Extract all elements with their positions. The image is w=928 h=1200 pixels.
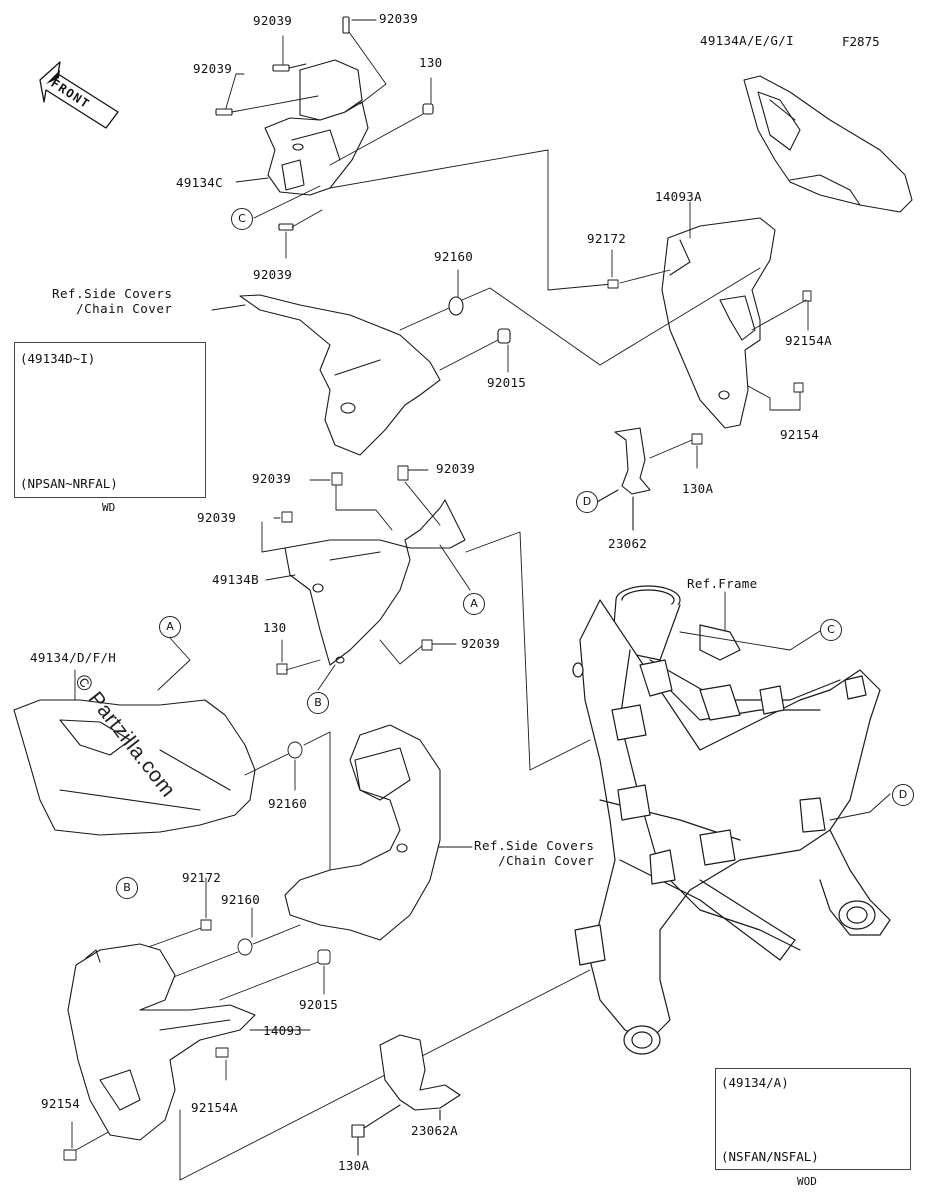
label-92154: 92154	[41, 1096, 81, 1111]
callout-d: D	[892, 784, 914, 806]
ref-line-1: Ref.Side Covers	[52, 286, 173, 301]
label-92039: 92039	[197, 510, 237, 525]
label-130a: 130A	[682, 481, 714, 496]
label-130a: 130A	[338, 1158, 370, 1173]
label-92154a: 92154A	[785, 333, 832, 348]
callout-d: D	[576, 491, 598, 513]
front-arrow-icon	[39, 61, 119, 129]
label-49134b: 49134B	[212, 572, 259, 587]
inset-box-left: (49134D~I) (NPSAN~NRFAL)	[14, 342, 206, 498]
callout-b: B	[116, 877, 138, 899]
label-92039: 92039	[461, 636, 501, 651]
label-92160: 92160	[221, 892, 261, 907]
label-130: 130	[419, 55, 443, 70]
ref-line-2: /Chain Cover	[498, 853, 595, 868]
inner-cover-49134b	[284, 499, 466, 666]
leader-lines-frame	[679, 591, 891, 821]
front-cowl-49134a	[743, 75, 913, 213]
inset-header: (49134/A)	[721, 1075, 789, 1090]
label-92039: 92039	[193, 61, 233, 76]
label-130: 130	[263, 620, 287, 635]
label-49134a-e-g-i: 49134A/E/G/I	[700, 33, 794, 48]
leader-lines-bottom-center	[63, 846, 591, 1181]
callout-c: C	[820, 619, 842, 641]
label-49134-d-f-h: 49134/D/F/H	[30, 650, 117, 665]
callout-a: A	[463, 593, 485, 615]
leader-lines-top	[225, 19, 613, 291]
side-cover-piece-top	[239, 294, 441, 456]
label-92039: 92039	[379, 11, 419, 26]
label-92172: 92172	[182, 870, 222, 885]
label-14093a: 14093A	[655, 189, 702, 204]
callout-a: A	[159, 616, 181, 638]
label-92160: 92160	[268, 796, 308, 811]
label-92154: 92154	[780, 427, 820, 442]
bracket-23062a	[351, 1034, 461, 1156]
ref-side-covers-note: Ref.Side Covers /Chain Cover	[474, 838, 594, 868]
label-92154a: 92154A	[191, 1100, 238, 1115]
side-cover-piece-bottom	[284, 724, 441, 941]
frame-reference	[572, 585, 891, 1055]
leader-lines-49134b	[261, 465, 591, 771]
ref-line-1: Ref.Side Covers	[474, 838, 595, 853]
radiator-shroud-49134dfh	[13, 699, 256, 836]
inset-box-right: (49134/A) (NSFAN/NSFAL)	[715, 1068, 911, 1170]
label-92039: 92039	[252, 471, 292, 486]
ref-side-covers-note: Ref.Side Covers /Chain Cover	[52, 286, 172, 316]
label-49134c: 49134C	[176, 175, 223, 190]
inset-footer: (NPSAN~NRFAL)	[20, 476, 118, 491]
label-23062: 23062	[608, 536, 648, 551]
upper-inner-cover-49134c	[264, 59, 369, 196]
leader-lines-topright	[461, 201, 812, 469]
grommets-top	[448, 296, 511, 344]
inset-caption: WD	[102, 501, 116, 514]
label-14093: 14093	[263, 1023, 303, 1038]
label-92039: 92039	[436, 461, 476, 476]
label-92039: 92039	[253, 267, 293, 282]
leader-lines-mid	[211, 269, 509, 373]
inset-caption: WOD	[797, 1175, 817, 1188]
ref-frame-note: Ref.Frame	[687, 576, 758, 591]
label-92160: 92160	[434, 249, 474, 264]
figure-number: F2875	[842, 34, 880, 49]
callout-c: C	[231, 208, 253, 230]
ref-line-2: /Chain Cover	[76, 301, 173, 316]
label-23062a: 23062A	[411, 1123, 458, 1138]
inset-footer: (NSFAN/NSFAL)	[721, 1149, 819, 1164]
label-92015: 92015	[487, 375, 527, 390]
inset-header: (49134D~I)	[20, 351, 96, 366]
label-92172: 92172	[587, 231, 627, 246]
label-92015: 92015	[299, 997, 339, 1012]
callout-b: B	[307, 692, 329, 714]
label-92039: 92039	[253, 13, 293, 28]
lower-cover-and-bracket-14093	[67, 943, 256, 1141]
bracket-23062	[596, 427, 651, 531]
meter-bracket-14093a	[661, 217, 776, 429]
